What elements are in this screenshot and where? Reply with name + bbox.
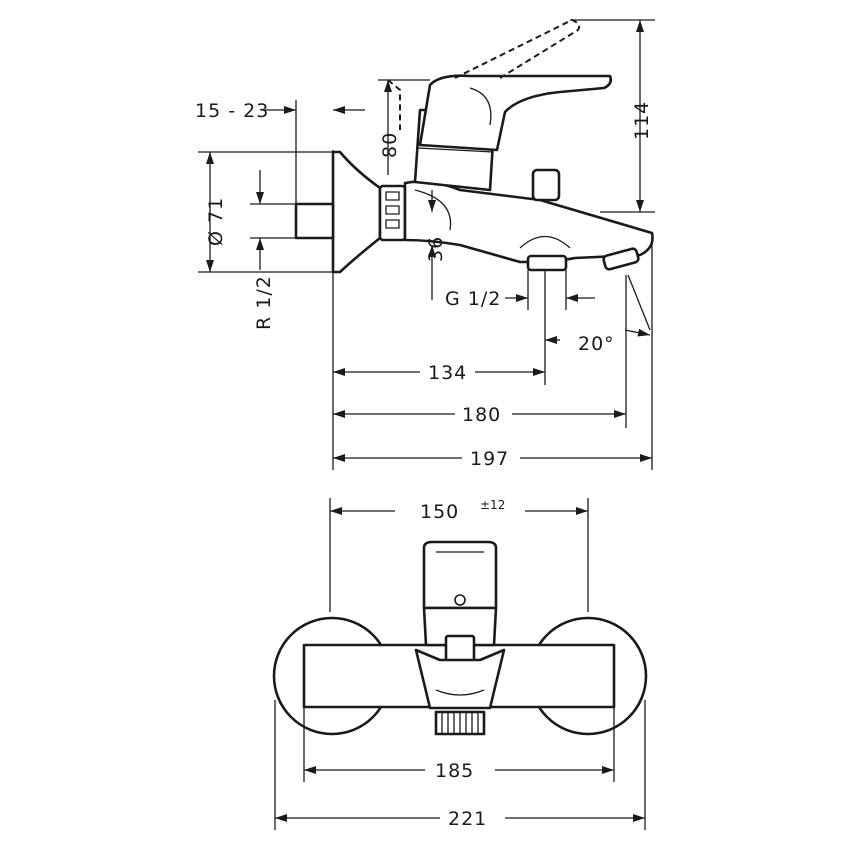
front-view: 150 ±12 185 221 <box>272 498 648 830</box>
spout-curve <box>435 689 485 696</box>
side-view: 15 - 23 80 114 Ø 71 R 1/2 36 G 1/2 <box>195 18 655 470</box>
coupling-nut <box>378 184 407 242</box>
dim-80: 80 <box>379 132 401 158</box>
dim-180: 180 <box>462 404 501 426</box>
diverter-knob <box>531 168 561 202</box>
wall-rosette <box>331 150 382 274</box>
dim-150: 150 <box>420 501 459 523</box>
dim-134: 134 <box>428 362 467 384</box>
dim-36: 36 <box>425 236 447 262</box>
lever-alt-left <box>387 79 401 130</box>
front-handle-base <box>422 606 498 647</box>
lever-handle <box>418 74 613 152</box>
outlet-curve <box>519 235 571 249</box>
front-handle <box>422 540 498 610</box>
dim-114: 114 <box>631 101 653 140</box>
dim-221: 221 <box>448 808 487 830</box>
body-arc <box>414 189 452 231</box>
dim-diameter-71: Ø 71 <box>205 197 227 246</box>
handle-joint <box>417 147 494 153</box>
front-spout <box>414 648 506 710</box>
lever-alt-position <box>454 18 581 79</box>
dim-185: 185 <box>435 760 474 782</box>
pipe-connection <box>294 202 335 240</box>
dim-r-1-2: R 1/2 <box>253 275 275 330</box>
spout-aerator <box>602 247 640 271</box>
nut-threads <box>385 191 400 229</box>
lever-curve <box>469 87 492 126</box>
dim-197: 197 <box>470 448 509 470</box>
dim-15-23: 15 - 23 <box>195 100 269 122</box>
dim-20-deg: 20° <box>578 333 615 355</box>
dim-150-tolerance: ±12 <box>480 498 505 512</box>
shower-outlet <box>526 254 568 272</box>
dim-g-1-2: G 1/2 <box>445 288 501 310</box>
aerator-grille <box>441 712 479 734</box>
indicator-dot <box>454 594 466 606</box>
